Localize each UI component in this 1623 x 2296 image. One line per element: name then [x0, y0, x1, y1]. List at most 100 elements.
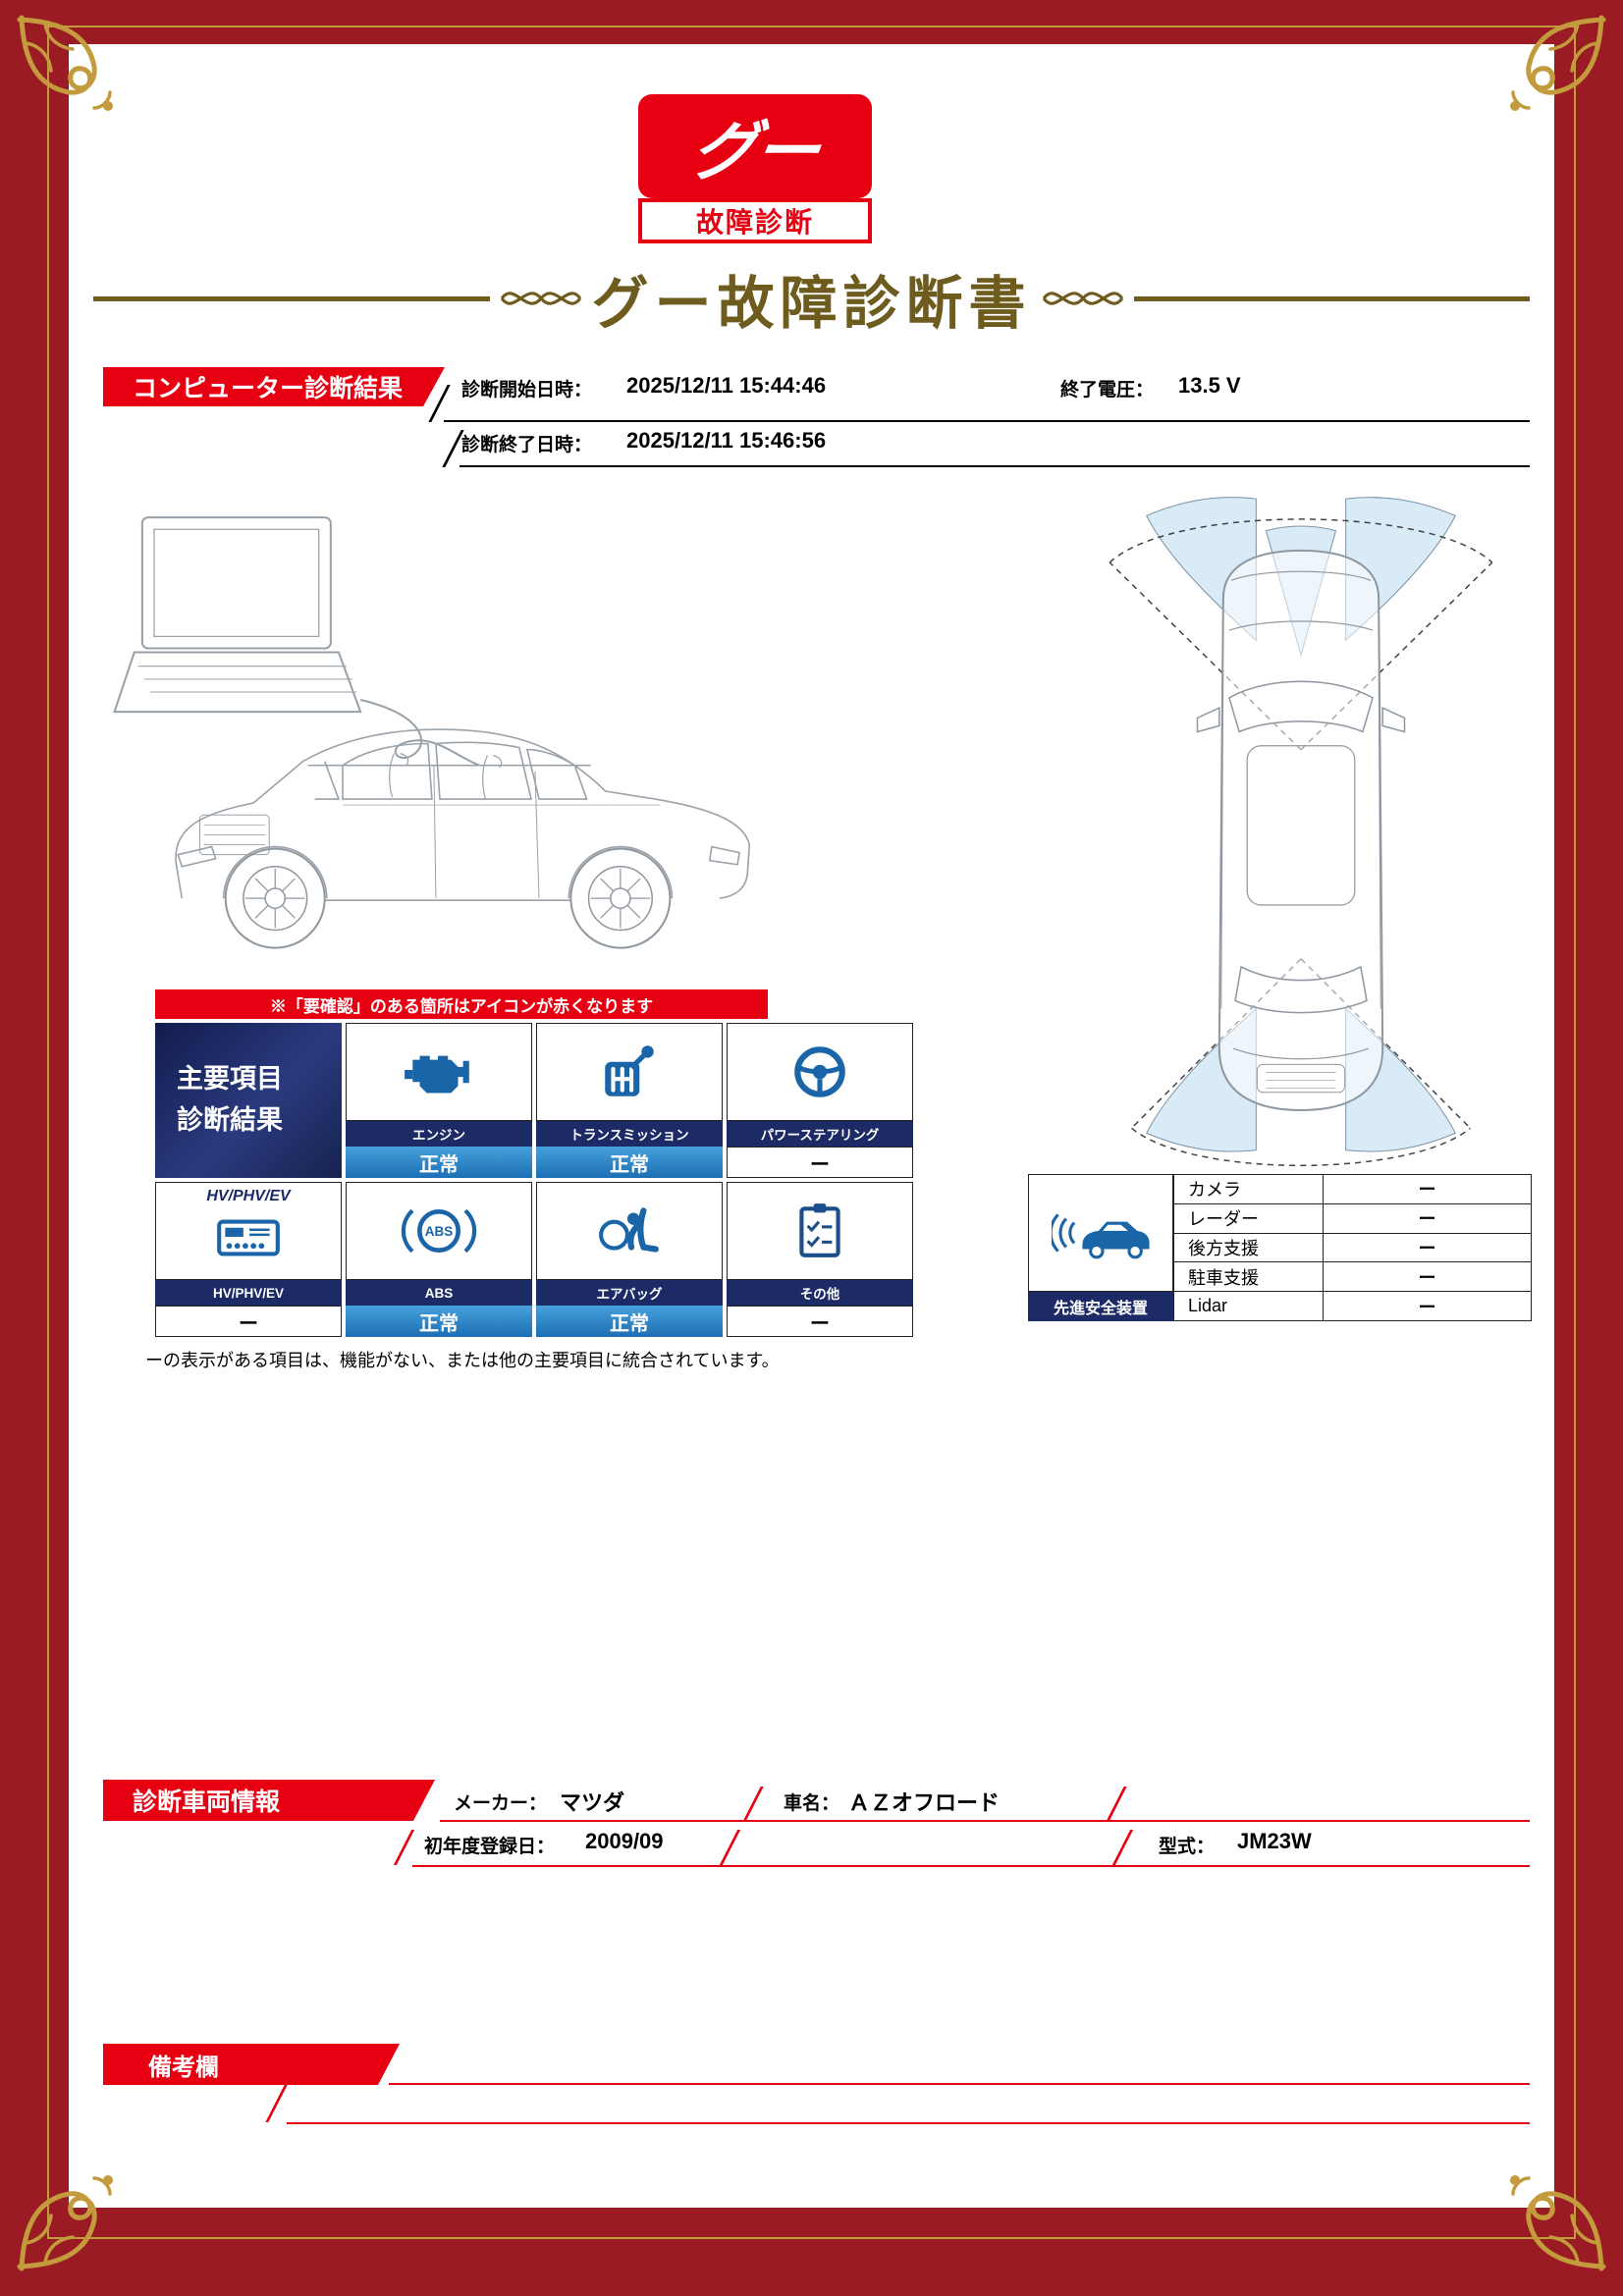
diagnosis-rule-1: [444, 420, 1530, 422]
safety-device-name: 駐車支援: [1173, 1261, 1324, 1293]
model-value: JM23W: [1237, 1829, 1312, 1853]
advanced-safety-table: カメラ ー レーダー ー 後方支援 ー 駐車支援 ー Lidar ー: [1173, 1174, 1532, 1321]
title-ornament-right: [1042, 292, 1123, 305]
vehicle-rule-2: [412, 1865, 1530, 1867]
abs-icon: ABS: [346, 1182, 532, 1280]
safety-device-name: レーダー: [1173, 1202, 1324, 1234]
diagnosis-item-label: トランスミッション: [536, 1121, 723, 1147]
diagnosis-item-label: ABS: [346, 1280, 532, 1306]
corner-ornament-bottom-left: [17, 2175, 113, 2271]
safety-device-value: ー: [1323, 1174, 1532, 1204]
advanced-safety-section: 先進安全装置 カメラ ー レーダー ー 後方支援 ー 駐車支援 ー: [1028, 1174, 1532, 1321]
goo-logo-subtitle: 故障診断: [695, 207, 814, 238]
safety-device-name: 後方支援: [1173, 1232, 1324, 1263]
main-results-title-line1: 主要項目: [177, 1064, 283, 1095]
goo-logo: グー: [638, 94, 872, 198]
diagnosis-item-status: ー: [727, 1306, 913, 1337]
first-registration-value: 2009/09: [585, 1829, 664, 1853]
safety-car-icon: [1028, 1174, 1173, 1292]
table-row: 駐車支援 ー: [1173, 1261, 1532, 1293]
diagnosis-item-airbag: エアバッグ 正常: [536, 1182, 723, 1337]
computer-diagnosis-header: コンピューター診断結果: [103, 367, 445, 406]
vehicle-rule-1: [440, 1820, 1530, 1822]
diagnosis-item-status: 正常: [536, 1147, 723, 1178]
corner-ornament-top-left: [17, 15, 113, 111]
diagnosis-item-label: エアバッグ: [536, 1280, 723, 1306]
goo-logo-subtitle-box: 故障診断: [638, 198, 872, 243]
diagnosis-item-hv-phv-ev: HV/PHV/EV HV/PHV/EV ー: [155, 1182, 342, 1337]
diagnosis-item-engine: エンジン 正常: [346, 1023, 532, 1178]
title-rule-left: [93, 295, 490, 301]
vehicle-slash-4: [719, 1830, 741, 1865]
diagnosis-start-label: 診断開始日時：: [461, 380, 593, 400]
warning-banner: ※「要確認」のある箇所はアイコンが赤くなります: [155, 989, 768, 1019]
safety-device-value: ー: [1323, 1291, 1532, 1321]
diagnosis-item-status: 正常: [346, 1306, 532, 1337]
table-row: カメラ ー: [1173, 1174, 1532, 1204]
end-voltage-label: 終了電圧：: [1060, 380, 1155, 400]
remarks-header: 備考欄: [103, 2044, 400, 2085]
first-registration-label: 初年度登録日：: [424, 1837, 556, 1857]
svg-text:ABS: ABS: [425, 1224, 453, 1239]
car-name-value: ＡＺオフロード: [848, 1790, 1001, 1815]
diagnosis-item-status: ー: [155, 1306, 342, 1337]
vehicle-slash-1: [743, 1787, 764, 1820]
maker-label: メーカー：: [454, 1793, 548, 1814]
corner-ornament-top-right: [1510, 15, 1606, 111]
diagnosis-item-power-steering: パワーステアリング ー: [727, 1023, 913, 1178]
car-name-label: 車名：: [784, 1793, 840, 1814]
diagnosis-item-label: パワーステアリング: [727, 1121, 913, 1147]
safety-device-value: ー: [1323, 1202, 1532, 1234]
car-top-view-sensor-illustration: [1109, 497, 1493, 1167]
remarks-rule-2: [287, 2122, 1530, 2124]
advanced-safety-icon-cell: 先進安全装置: [1028, 1174, 1173, 1321]
diagnosis-result-grid: 主要項目 診断結果 エンジン 正常 トランスミッ: [155, 1023, 913, 1337]
vehicle-slash-3: [393, 1830, 415, 1865]
title-rule-right: [1133, 295, 1531, 301]
diagnosis-item-label: HV/PHV/EV: [155, 1280, 342, 1306]
remarks-rule-1: [389, 2083, 1530, 2085]
diagnosis-item-label: エンジン: [346, 1121, 532, 1147]
hv-header-text: HV/PHV/EV: [206, 1188, 291, 1204]
laptop-car-wireframe-illustration: [113, 516, 751, 949]
diagnosis-item-status: 正常: [346, 1147, 532, 1178]
corner-ornament-bottom-right: [1510, 2175, 1606, 2271]
main-results-title-line2: 診断結果: [177, 1105, 283, 1135]
safety-device-name: カメラ: [1173, 1174, 1324, 1204]
table-row: Lidar ー: [1173, 1291, 1532, 1321]
page-title: グー故障診断書: [591, 272, 1032, 336]
advanced-safety-label: 先進安全装置: [1028, 1292, 1173, 1321]
diagnosis-item-transmission: トランスミッション 正常: [536, 1023, 723, 1178]
maker-value: マツダ: [560, 1790, 625, 1815]
vehicle-slash-2: [1107, 1787, 1127, 1820]
airbag-icon: [536, 1182, 723, 1280]
diagnosis-rule-2: [460, 465, 1530, 467]
table-row: 後方支援 ー: [1173, 1232, 1532, 1263]
title-ornament-left: [500, 292, 581, 305]
table-row: レーダー ー: [1173, 1202, 1532, 1234]
diagnosis-item-label: その他: [727, 1280, 913, 1306]
diagnosis-item-abs: ABS ABS 正常: [346, 1182, 532, 1337]
diagnosis-start-value: 2025/12/11 15:44:46: [626, 373, 827, 398]
goo-logo-text: グー: [686, 115, 823, 187]
diagnosis-item-status: 正常: [536, 1306, 723, 1337]
safety-device-name: Lidar: [1173, 1291, 1324, 1321]
checklist-clipboard-icon: [727, 1182, 913, 1280]
model-label: 型式：: [1159, 1837, 1216, 1857]
vehicle-slash-5: [1111, 1830, 1134, 1865]
engine-icon: [346, 1023, 532, 1121]
diagnosis-item-status: ー: [727, 1147, 913, 1178]
safety-device-value: ー: [1323, 1261, 1532, 1293]
main-results-title-box: 主要項目 診断結果: [155, 1023, 342, 1178]
remarks-slash: [265, 2085, 288, 2122]
report-title-row: グー故障診断書: [93, 257, 1531, 340]
safety-device-value: ー: [1323, 1232, 1532, 1263]
hv-battery-monitor-icon: HV/PHV/EV: [155, 1182, 342, 1280]
grid-footnote: ーの表示がある項目は、機能がない、または他の主要項目に統合されています。: [145, 1351, 780, 1370]
steering-wheel-icon: [727, 1023, 913, 1121]
transmission-icon: [536, 1023, 723, 1121]
diagnosis-end-label: 診断終了日時：: [461, 435, 593, 455]
end-voltage-value: 13.5 V: [1178, 373, 1241, 398]
vehicle-info-header: 診断車両情報: [103, 1780, 435, 1821]
